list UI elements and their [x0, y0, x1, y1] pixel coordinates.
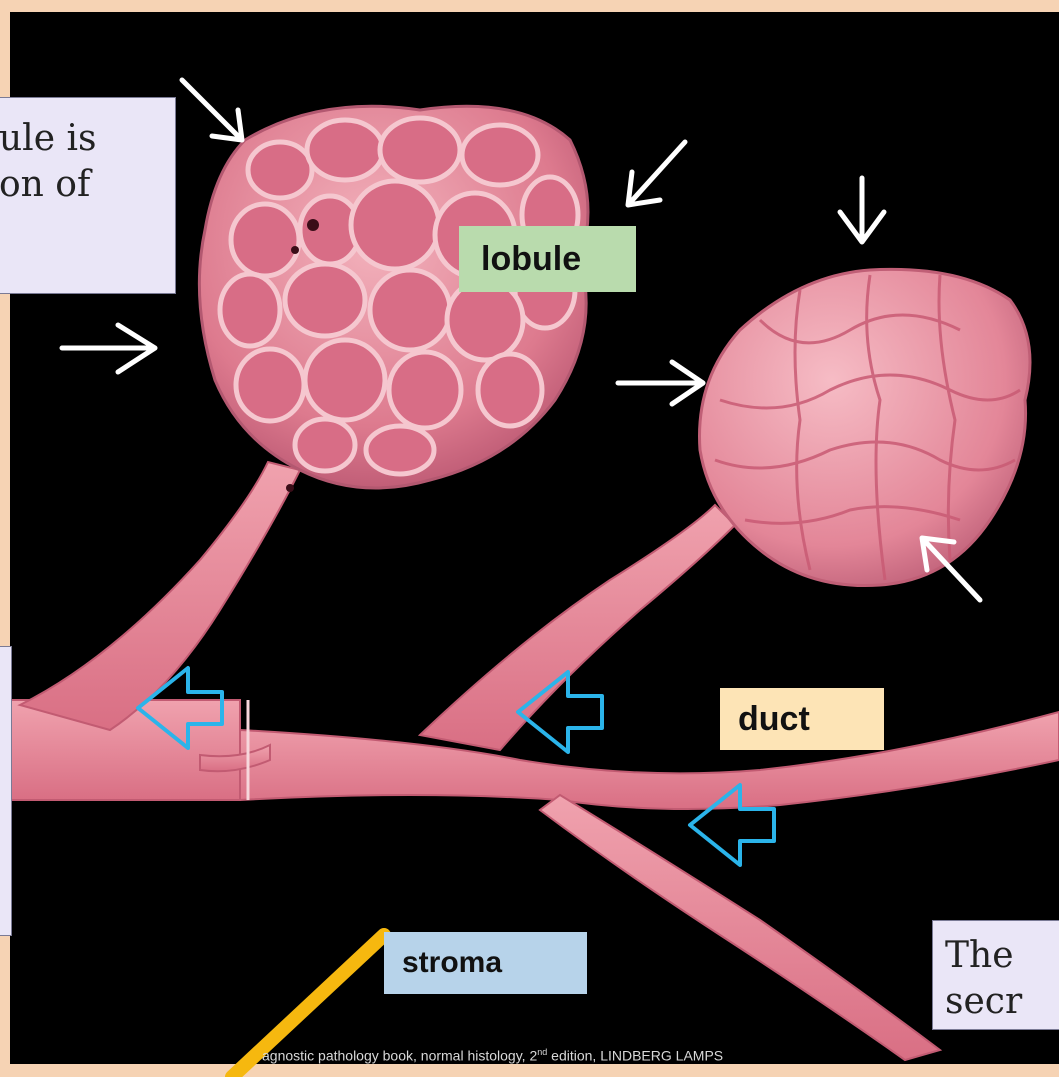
lobule-2-surface: [700, 269, 1031, 585]
white-arrow-2: [62, 325, 155, 372]
white-arrow-5: [618, 362, 703, 404]
duct-branch-lobule-2: [420, 505, 735, 750]
callout-bottom-right: The secr: [932, 920, 1059, 1030]
duct-label: duct: [720, 688, 884, 750]
duct-trunk: [240, 712, 1059, 809]
callout-left-middle: [0, 646, 12, 936]
white-arrow-1: [182, 80, 242, 140]
lobule-label: lobule: [459, 226, 636, 292]
stroma-label: stroma: [384, 932, 587, 994]
white-arrow-3: [628, 142, 685, 205]
duct-branch-lower: [540, 795, 940, 1060]
citation-prefix: agnostic pathology book, normal histolog…: [262, 1048, 537, 1064]
source-citation: agnostic pathology book, normal histolog…: [262, 1047, 723, 1064]
citation-superscript: nd: [537, 1047, 547, 1057]
citation-suffix: edition, LINDBERG LAMPS: [547, 1048, 723, 1064]
white-arrow-4: [840, 178, 884, 242]
callout-left-top: ule is on of: [0, 97, 176, 294]
lobule-1-cut: [199, 106, 588, 492]
